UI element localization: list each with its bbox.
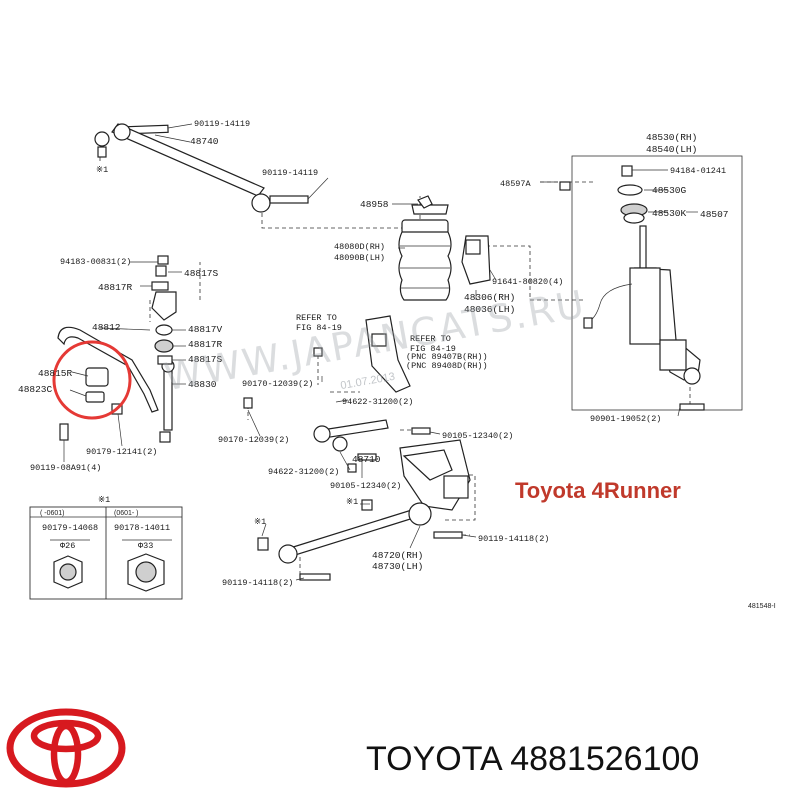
label-48740: 48740	[190, 136, 219, 147]
label-48540: 48540(LH)	[646, 144, 697, 155]
label-mark-1c: ※1	[254, 517, 266, 527]
label-90119-14118-a: 90119-14118(2)	[478, 534, 549, 544]
label-94622-b: 94622-31200(2)	[268, 467, 339, 477]
label-48823c: 48823C	[18, 384, 53, 395]
label-48817r-2: 48817R	[188, 339, 223, 350]
inset-detail: ※1 ( -0601) (0601- ) 90179-14068 90178-1…	[29, 495, 183, 600]
label-48720: 48720(RH)	[372, 550, 423, 561]
label-mark-1b: ※1	[346, 497, 358, 507]
label-91641: 91641-80820(4)	[492, 277, 563, 287]
label-refer-1b: FIG 84-19	[296, 323, 342, 333]
inset-mark: ※1	[98, 495, 110, 505]
label-90105-b: 90105-12340(2)	[330, 481, 401, 491]
label-48530k: 48530K	[652, 208, 687, 219]
highlight-circle	[52, 340, 132, 420]
inset-col2-range: (0601- )	[114, 510, 139, 517]
axle-bracket	[313, 315, 471, 511]
label-94183: 94183-00831(2)	[60, 257, 131, 267]
inset-col1-dia: Φ26	[60, 541, 75, 551]
label-48507: 48507	[700, 209, 729, 220]
label-48817s-1: 48817S	[184, 268, 219, 279]
label-94622-a: 94622-31200(2)	[342, 397, 413, 407]
toyota-logo-icon	[6, 708, 126, 788]
model-name: Toyota 4Runner	[515, 478, 681, 503]
label-refer-2b: FIG 84-19	[410, 344, 456, 354]
label-48958: 48958	[360, 199, 389, 210]
label-48306: 48306(RH)	[464, 292, 515, 303]
label-refer-1a: REFER TO	[296, 313, 337, 323]
label-48830: 48830	[188, 379, 217, 390]
label-48817s-2: 48817S	[188, 354, 223, 365]
label-48710: 48710	[352, 454, 381, 465]
label-90170-a: 90170-12039(2)	[242, 379, 313, 389]
label-90119-14119-top: 90119-14119	[194, 119, 250, 129]
label-48597a: 48597A	[500, 179, 532, 189]
part-labels: 90119-14119 48740 ※1 90119-14119 48958 4…	[18, 119, 776, 610]
label-90119-08a91: 90119-08A91(4)	[30, 463, 101, 473]
label-48036: 48036(LH)	[464, 304, 515, 315]
label-90105-a: 90105-12340(2)	[442, 431, 513, 441]
label-90179-12141: 90179-12141(2)	[86, 447, 157, 457]
shock-absorber-48530	[571, 155, 743, 411]
label-48530: 48530(RH)	[646, 132, 697, 143]
label-refer-2a: REFER TO	[410, 334, 451, 344]
upper-arm-48740	[94, 123, 309, 213]
label-94184: 94184-01241	[670, 166, 726, 176]
label-mark-1a: ※1	[96, 165, 108, 175]
label-90170-b: 90170-12039(2)	[218, 435, 289, 445]
label-pnc-2: (PNC 89408D(RH))	[406, 361, 488, 371]
label-pnc-1: (PNC 89407B(RH))	[406, 352, 488, 362]
lower-arms	[243, 181, 705, 581]
air-spring-48080	[398, 204, 491, 301]
watermark-date: 01.07.2013	[340, 371, 396, 392]
label-90119-14119-mid: 90119-14119	[262, 168, 318, 178]
label-48730: 48730(LH)	[372, 561, 423, 572]
label-48812: 48812	[92, 322, 121, 333]
inset-col2-dia: Φ33	[138, 541, 153, 551]
label-90901: 90901-19052(2)	[590, 414, 661, 424]
label-48815r: 48815R	[38, 368, 73, 379]
figure-code: 481548-I	[748, 603, 776, 610]
brand-part-number: TOYOTA 4881526100	[366, 740, 700, 778]
inset-col1-range: ( -0601)	[40, 510, 65, 517]
leader-lines	[63, 123, 698, 581]
label-48817r-1: 48817R	[98, 282, 133, 293]
label-48090b: 48090B(LH)	[334, 253, 385, 263]
inset-col2-part: 90178-14011	[114, 523, 170, 533]
label-48530g: 48530G	[652, 185, 687, 196]
label-48080d: 48080D(RH)	[334, 242, 385, 252]
inset-col1-part: 90179-14068	[42, 523, 98, 533]
label-90119-14118-b: 90119-14118(2)	[222, 578, 293, 588]
label-48817v: 48817V	[188, 324, 223, 335]
